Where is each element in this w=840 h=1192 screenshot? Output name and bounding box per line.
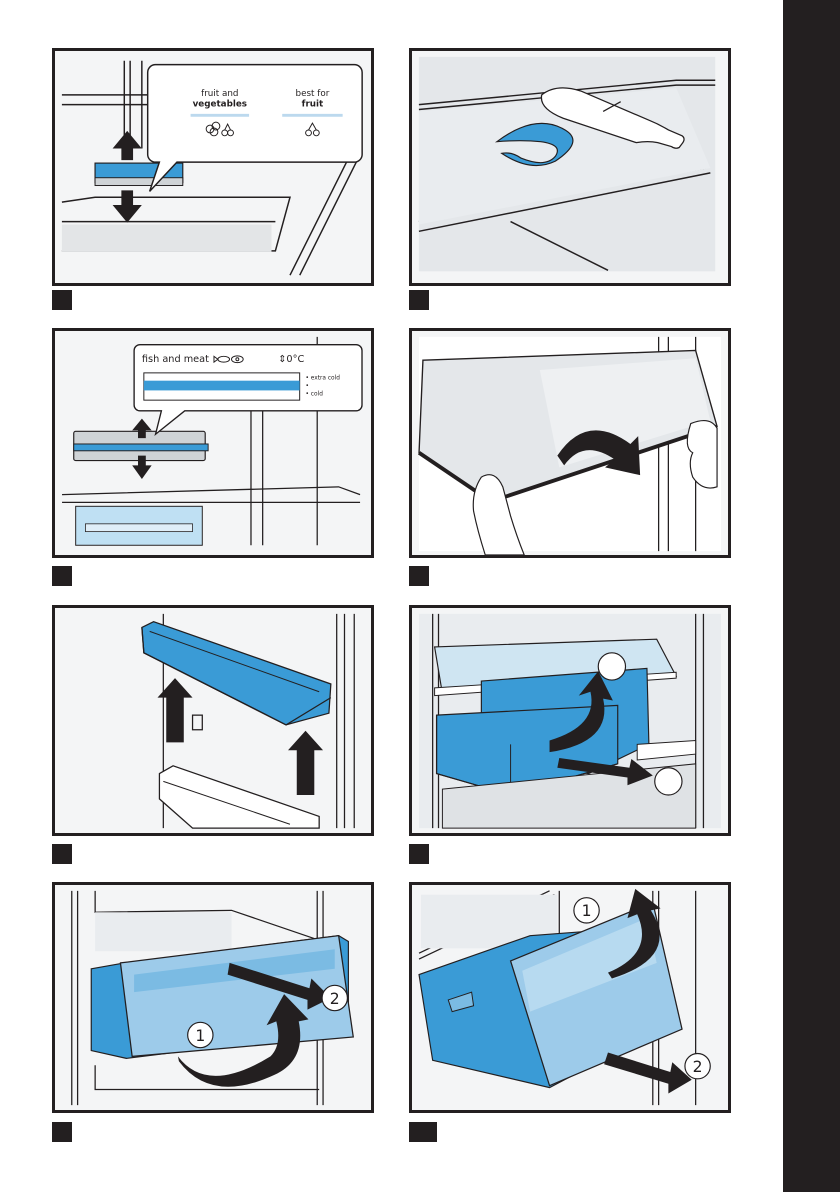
figure-remove-crisper-drawer bbox=[409, 605, 731, 836]
step-marker-8 bbox=[409, 1122, 437, 1142]
callout-left-label-2: vegetables bbox=[193, 100, 247, 110]
temp-symbol: ⇕ bbox=[278, 354, 286, 365]
callout-temp: ⇕0°C bbox=[278, 354, 304, 365]
page-sidebar-tab bbox=[783, 0, 840, 1192]
figure-humidity-slider: fruit and vegetables best for fruit bbox=[52, 48, 374, 286]
arrow-down-icon bbox=[113, 190, 142, 222]
figure-door-shelf bbox=[52, 605, 374, 836]
callout-left-label-1: fruit and bbox=[201, 89, 238, 99]
figure-pull-drawer: 2 1 bbox=[52, 882, 374, 1113]
step-circle-2-label: 2 bbox=[693, 1058, 703, 1076]
arrow-up-icon bbox=[113, 131, 142, 160]
step-circle-2 bbox=[655, 768, 682, 795]
callout-title: fish and meat bbox=[142, 354, 209, 365]
illustration-humidity-slider: fruit and vegetables best for fruit bbox=[55, 51, 371, 283]
figure-remove-freezer-drawer: 1 2 bbox=[409, 882, 731, 1113]
illustration-remove-glass-shelf bbox=[412, 331, 728, 555]
step-marker-5 bbox=[52, 844, 72, 864]
callout-right-label-2: fruit bbox=[302, 100, 324, 110]
callout-right-label-1: best for bbox=[296, 89, 330, 99]
svg-text:•: • bbox=[306, 383, 309, 389]
step-circle-1 bbox=[598, 653, 625, 680]
scale-bottom-label: • cold bbox=[306, 391, 324, 397]
figure-fish-meat-slider: fish and meat ⇕0°C • extra cold • • cold bbox=[52, 328, 374, 558]
arrow-right-icon bbox=[604, 1053, 692, 1094]
step-circle-2-label: 2 bbox=[330, 990, 340, 1008]
illustration-bottle-holder bbox=[412, 51, 728, 283]
illustration-remove-freezer-drawer: 1 2 bbox=[412, 885, 728, 1110]
figure-remove-glass-shelf bbox=[409, 328, 731, 558]
illustration-fish-meat-slider: fish and meat ⇕0°C • extra cold • • cold bbox=[55, 331, 371, 555]
step-marker-4 bbox=[409, 566, 429, 586]
illustration-pull-drawer: 2 1 bbox=[55, 885, 371, 1110]
scale-top-label: • extra cold bbox=[306, 376, 341, 382]
step-marker-6 bbox=[409, 844, 429, 864]
step-marker-7 bbox=[52, 1122, 72, 1142]
arrow-up-icon bbox=[288, 731, 323, 795]
step-marker-1 bbox=[52, 290, 72, 310]
figure-bottle-holder bbox=[409, 48, 731, 286]
illustration-remove-crisper-drawer bbox=[412, 608, 728, 833]
step-circle-1-label: 1 bbox=[582, 902, 592, 920]
step-marker-3 bbox=[52, 566, 72, 586]
step-marker-2 bbox=[409, 290, 429, 310]
illustration-door-shelf bbox=[55, 608, 371, 833]
step-circle-1-label: 1 bbox=[195, 1027, 205, 1045]
